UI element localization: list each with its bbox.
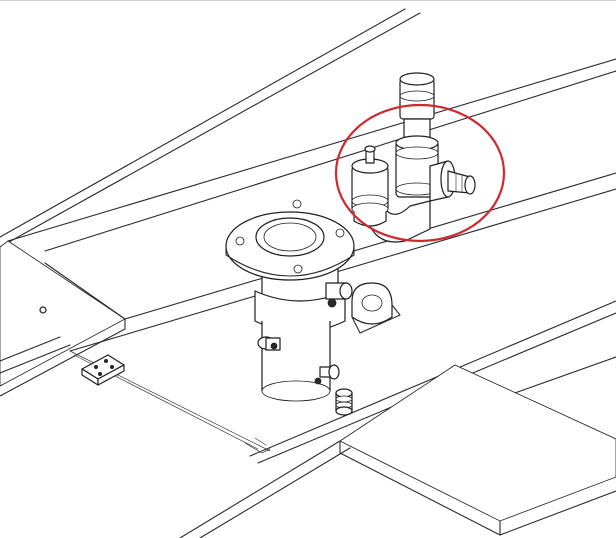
air-vent-valve <box>351 145 389 227</box>
plate-screw <box>39 306 47 314</box>
hose-barb-outlet <box>429 160 476 202</box>
lower-right-cover <box>339 364 616 522</box>
floor-panels <box>0 8 616 538</box>
drain-nipple <box>335 388 353 416</box>
hinge <box>81 354 125 386</box>
panel-seam-upper <box>7 58 616 242</box>
highlight-circle <box>334 103 506 243</box>
flanged-fitting <box>225 199 401 416</box>
side-nozzle-right <box>314 364 340 385</box>
pressure-relief-valve <box>395 72 439 198</box>
valve-assembly <box>334 72 506 243</box>
upper-nozzle <box>325 282 353 308</box>
side-nozzle-left <box>257 336 281 351</box>
left-cover-plate <box>0 240 126 387</box>
